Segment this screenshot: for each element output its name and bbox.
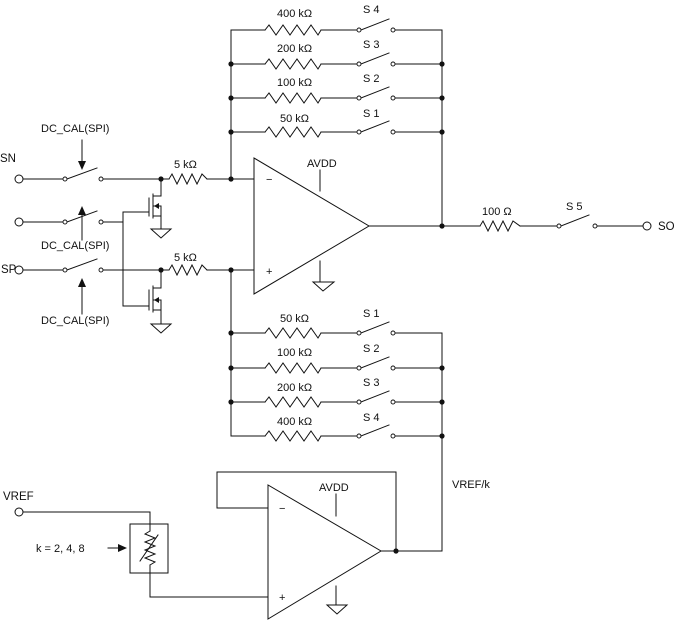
ground-icon [325,604,349,615]
dc-cal-arrows [78,139,86,315]
minus-sign-buffer: − [279,503,285,515]
vref-terminal [14,507,24,517]
switch-label-bottom-4: S 4 [363,412,380,424]
sn-terminal [14,174,24,184]
junction-dots [158,61,445,554]
resistor-output [479,219,521,233]
switch-label-top-1: S 4 [363,4,380,16]
resistor-label-bottom-1: 50 kΩ [280,313,309,325]
main-opamp [253,157,370,295]
switch-label-s5: S 5 [566,201,583,213]
resistor-label-top-1: 400 kΩ [277,8,312,20]
switch-label-top-4: S 1 [363,108,380,120]
resistor-ladder-top [264,24,322,138]
resistor-label-input-sp: 5 kΩ [174,252,197,264]
resistor-label-top-4: 50 kΩ [280,113,309,125]
avdd-label-buffer: AVDD [319,482,349,494]
switch-label-top-2: S 3 [363,39,380,51]
buffer-opamp [267,484,382,620]
switch-label-bottom-2: S 2 [363,343,380,355]
resistor-label-input-sn: 5 kΩ [174,159,197,171]
switch-label-bottom-1: S 1 [363,308,380,320]
sp-terminal [14,265,24,275]
middle-terminal [14,217,24,227]
switch-s5 [556,214,598,229]
resistor-label-bottom-4: 400 kΩ [277,416,312,428]
switch-label-top-3: S 2 [363,73,380,85]
switch-ladder-top [356,18,396,135]
labels: SN SP SO VREF DC_CAL(SPI) DC_CAL(SPI) DC… [0,4,675,604]
sp-label: SP [1,264,17,276]
switch-sp [62,258,104,273]
resistor-label-bottom-2: 100 kΩ [277,347,312,359]
vref-label: VREF [3,491,34,503]
dc-cal-label-middle: DC_CAL(SPI) [41,240,109,252]
vref-divider [107,523,169,574]
plus-sign-main: + [266,266,272,278]
dc-cal-label-bottom: DC_CAL(SPI) [41,315,109,327]
wires [22,29,644,598]
resistor-label-top-2: 200 kΩ [277,43,312,55]
ground-icon [149,228,173,239]
so-label: SO [658,221,675,233]
resistor-ladder-bottom [264,327,322,442]
resistor-input-sn [168,172,208,186]
mosfet-top [148,178,162,229]
dc-cal-label-top: DC_CAL(SPI) [41,123,109,135]
ground-icon [149,323,173,334]
avdd-label-main: AVDD [307,158,337,170]
vref-k-label: VREF/k [452,479,490,491]
sn-label: SN [0,153,16,165]
resistor-input-sp [168,263,208,277]
so-terminal [642,221,652,231]
mosfet-bottom [148,269,162,324]
switch-sn [62,167,104,182]
minus-sign-main: − [266,174,272,186]
switch-ladder-bottom [356,321,396,439]
switches [62,18,598,439]
plus-sign-buffer: + [279,592,285,604]
ground-icon [311,281,336,292]
switch-label-bottom-3: S 3 [363,377,380,389]
divider-label: k = 2, 4, 8 [36,543,85,555]
resistor-label-output: 100 Ω [482,206,512,218]
resistor-label-bottom-3: 200 kΩ [277,382,312,394]
resistor-label-top-3: 100 kΩ [277,77,312,89]
